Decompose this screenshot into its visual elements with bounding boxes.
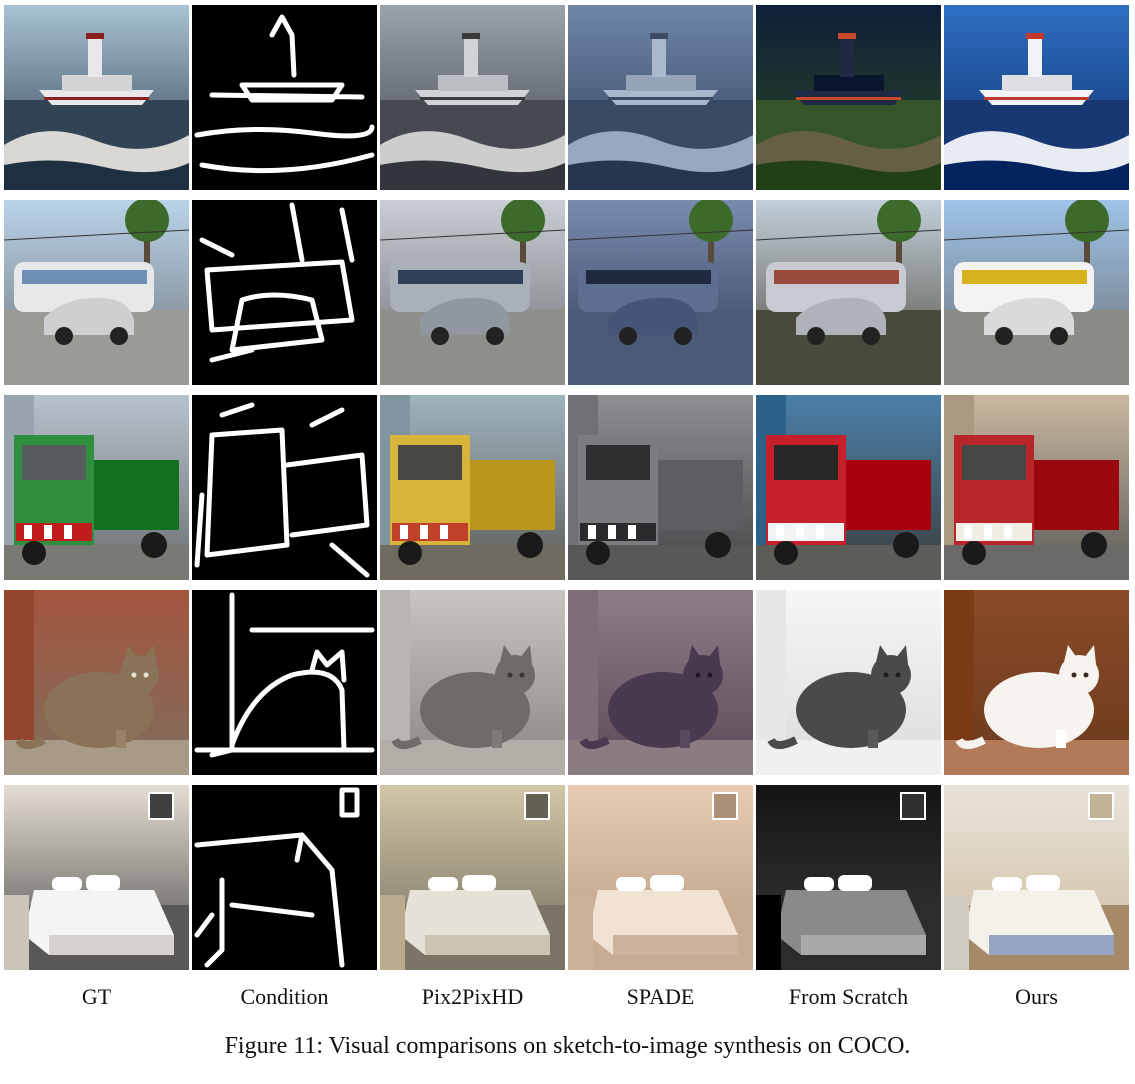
bedroom-cond-image bbox=[192, 785, 377, 970]
figure-row-cat bbox=[4, 590, 1131, 775]
figure-row-truck bbox=[4, 395, 1131, 580]
ship-ours-image bbox=[944, 5, 1129, 190]
truck-p2p-image bbox=[380, 395, 565, 580]
bedroom-scratch-image bbox=[756, 785, 941, 970]
tram-p2p-image bbox=[380, 200, 565, 385]
column-label-gt: GT bbox=[81, 984, 112, 1009]
ship-cond-image bbox=[192, 5, 377, 190]
cat-gt-image bbox=[4, 590, 189, 775]
tram-ours-image bbox=[944, 200, 1129, 385]
cat-scratch-image bbox=[756, 590, 941, 775]
figure-caption: Figure 11: Visual comparisons on sketch-… bbox=[224, 1033, 911, 1059]
truck-ours-image bbox=[944, 395, 1129, 580]
bedroom-p2p-image bbox=[380, 785, 565, 970]
ship-scratch-image bbox=[756, 5, 941, 190]
tram-spade-image bbox=[568, 200, 753, 385]
truck-scratch-image bbox=[756, 395, 941, 580]
ship-p2p-image bbox=[380, 5, 565, 190]
cat-ours-image bbox=[944, 590, 1129, 775]
ship-gt-image bbox=[4, 5, 189, 190]
tram-cond-image bbox=[192, 200, 377, 385]
column-labels: GT Condition Pix2PixHD SPADE From Scratc… bbox=[4, 983, 1131, 1013]
column-label-pix2pixhd: Pix2PixHD bbox=[421, 984, 524, 1009]
tram-gt-image bbox=[4, 200, 189, 385]
truck-cond-image bbox=[192, 395, 377, 580]
figure-row-bedroom bbox=[4, 785, 1131, 970]
bedroom-spade-image bbox=[568, 785, 753, 970]
bedroom-ours-image bbox=[944, 785, 1129, 970]
bedroom-gt-image bbox=[4, 785, 189, 970]
cat-p2p-image bbox=[380, 590, 565, 775]
column-label-from-scratch: From Scratch bbox=[788, 984, 909, 1009]
column-label-condition: Condition bbox=[240, 984, 329, 1009]
tram-scratch-image bbox=[756, 200, 941, 385]
figure-row-ship bbox=[4, 5, 1131, 190]
cat-cond-image bbox=[192, 590, 377, 775]
truck-spade-image bbox=[568, 395, 753, 580]
truck-gt-image bbox=[4, 395, 189, 580]
figure-row-tram bbox=[4, 200, 1131, 385]
cat-spade-image bbox=[568, 590, 753, 775]
ship-spade-image bbox=[568, 5, 753, 190]
figure-grid bbox=[4, 5, 1131, 970]
column-label-ours: Ours bbox=[1015, 984, 1058, 1009]
column-label-spade: SPADE bbox=[626, 984, 695, 1009]
